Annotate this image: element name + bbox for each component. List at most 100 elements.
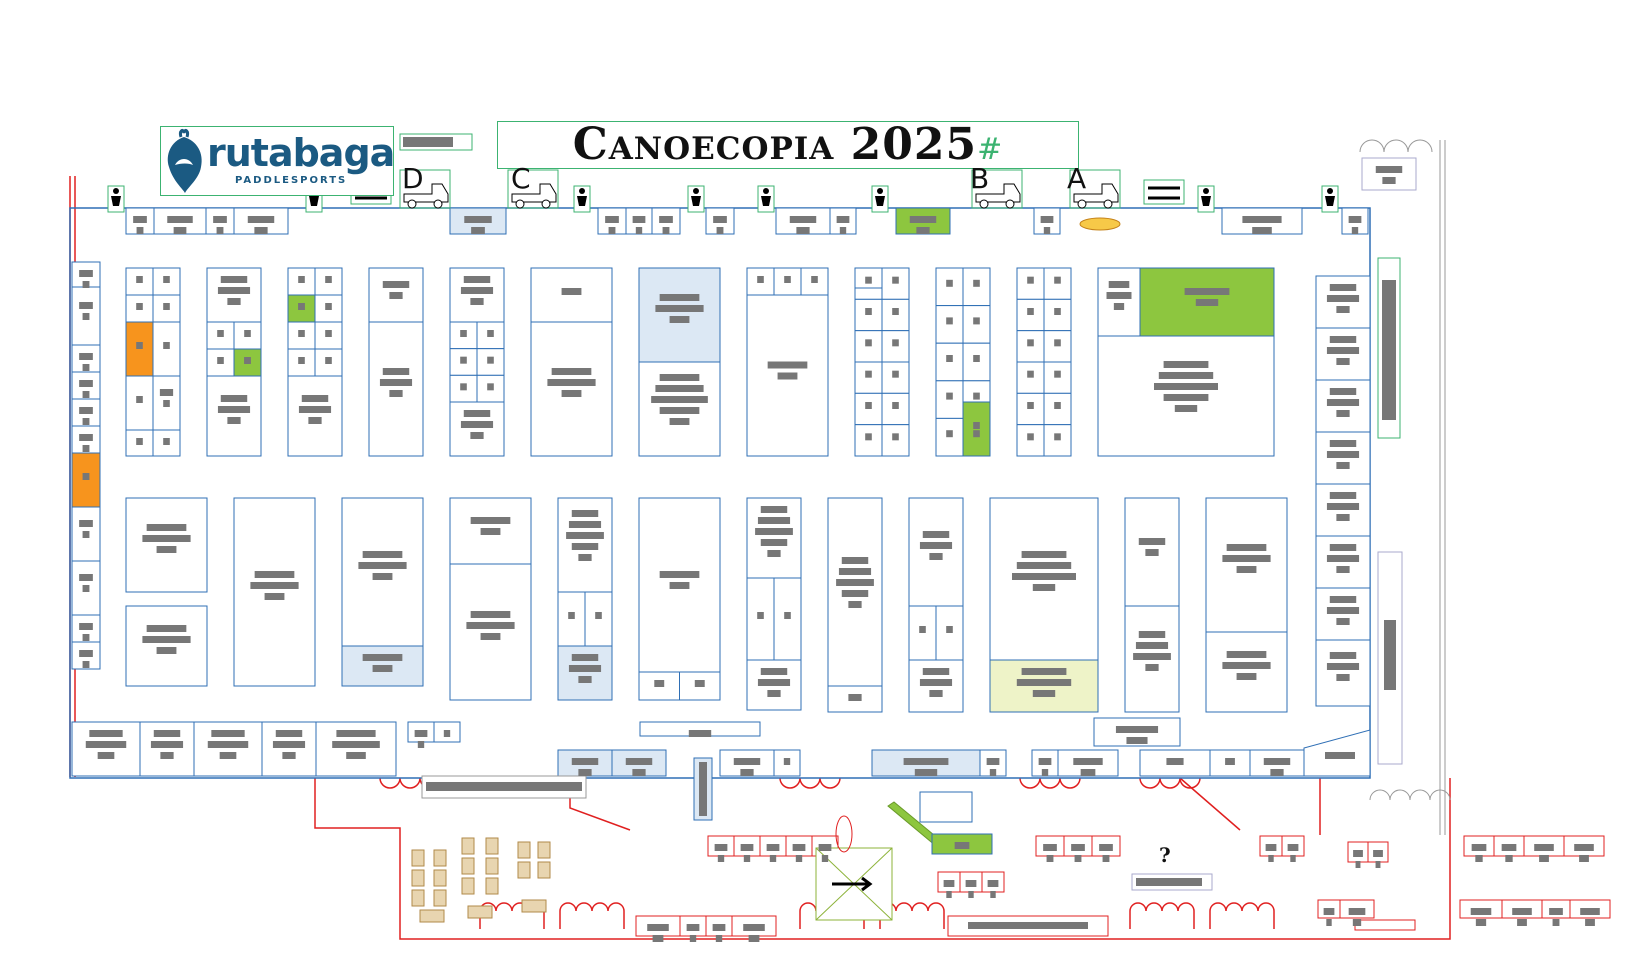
booth-label (136, 227, 144, 234)
booth-label (1038, 758, 1052, 765)
booth-label (372, 665, 393, 672)
booth-label (379, 379, 413, 386)
loading-truck-icon (541, 199, 551, 209)
booth-label (669, 582, 690, 589)
booth-label (655, 385, 704, 392)
booth-label (1174, 405, 1198, 412)
booth-label (1471, 844, 1487, 851)
booth (1016, 267, 1045, 300)
booth-label (213, 216, 227, 223)
booth-label (227, 298, 241, 305)
booth-label (487, 383, 494, 391)
arrow-right-icon (832, 876, 873, 892)
booth-label (651, 396, 708, 403)
booth-label (156, 546, 177, 553)
booth-label (207, 741, 249, 748)
booth-label (865, 433, 872, 441)
booth-label (1054, 308, 1061, 315)
booth-label (79, 353, 93, 360)
booth-label (227, 417, 241, 424)
booth-label (332, 741, 380, 748)
booth-label (1145, 549, 1159, 556)
booth-label (487, 356, 494, 364)
booth (881, 361, 910, 394)
booth-label (836, 579, 874, 586)
table (411, 889, 425, 907)
booth-label (743, 855, 751, 862)
door (1359, 139, 1433, 153)
restroom-icon (309, 196, 319, 206)
booth (1205, 497, 1288, 633)
booth-label (79, 380, 93, 387)
booth-label (1287, 844, 1299, 851)
booth-label (470, 298, 484, 305)
zone-label-c: C (511, 162, 531, 195)
booth-label (82, 531, 90, 538)
booth-label (1517, 919, 1527, 926)
booth-label (298, 303, 305, 310)
booth-label (219, 752, 237, 759)
booth-label (1226, 544, 1267, 551)
booth (557, 645, 613, 701)
booth-label (571, 510, 599, 517)
booth-label (568, 612, 575, 619)
booth-label (561, 390, 582, 397)
booth-label (1136, 878, 1202, 886)
booth-label (757, 517, 791, 524)
booth-label (1113, 303, 1125, 310)
booth-label (605, 216, 619, 223)
booth-label (865, 276, 872, 284)
booth-label (892, 370, 899, 378)
booth (287, 375, 343, 457)
booth-label (714, 844, 728, 851)
booth-label (662, 227, 670, 234)
booth-label (946, 891, 952, 898)
booth-label (146, 524, 187, 531)
booth-label (1351, 227, 1359, 234)
booth-label (943, 880, 955, 887)
booth-label (715, 935, 723, 942)
booth-label (1027, 402, 1034, 409)
booth-label (82, 661, 90, 668)
booth-label (308, 417, 322, 424)
booth-label (1375, 166, 1403, 173)
booth-label (1348, 216, 1362, 223)
booth-label (892, 402, 899, 409)
booth-label (1027, 276, 1034, 284)
booth-label (220, 276, 248, 283)
booth-label (821, 855, 829, 862)
rutabaga-logo: rutabaga PADDLESPORTS (160, 126, 395, 196)
booth (1361, 157, 1417, 191)
booth-label (250, 582, 299, 589)
booth-label (82, 281, 90, 288)
booth-label (1270, 769, 1284, 776)
booth-label (301, 395, 329, 402)
booth-label (79, 650, 93, 657)
booth-label (914, 769, 938, 776)
booth-label (1336, 514, 1350, 521)
booth-label (82, 364, 90, 371)
restroom-icon (577, 196, 587, 206)
booth-label (325, 357, 332, 364)
booth-label (838, 568, 872, 575)
booth-label (1336, 462, 1350, 469)
table (433, 869, 447, 887)
booth-label (1326, 503, 1360, 510)
booth-label (986, 758, 1000, 765)
zone-label-d: D (402, 162, 424, 195)
booth-label (325, 276, 332, 283)
booth-label (298, 406, 332, 413)
stairs (1354, 919, 1416, 931)
booth-label (1585, 919, 1595, 926)
booth-label (136, 342, 143, 349)
event-title-text: Canoecopia 2025 (572, 119, 978, 170)
booth-label (372, 573, 393, 580)
booth-label (892, 433, 899, 441)
booth-label (247, 216, 275, 223)
booth-label (909, 216, 937, 223)
booth (854, 361, 883, 394)
booth-label (1242, 216, 1282, 223)
booth-label (1329, 388, 1357, 395)
restroom-icon (111, 196, 121, 206)
booth-label (1043, 227, 1051, 234)
